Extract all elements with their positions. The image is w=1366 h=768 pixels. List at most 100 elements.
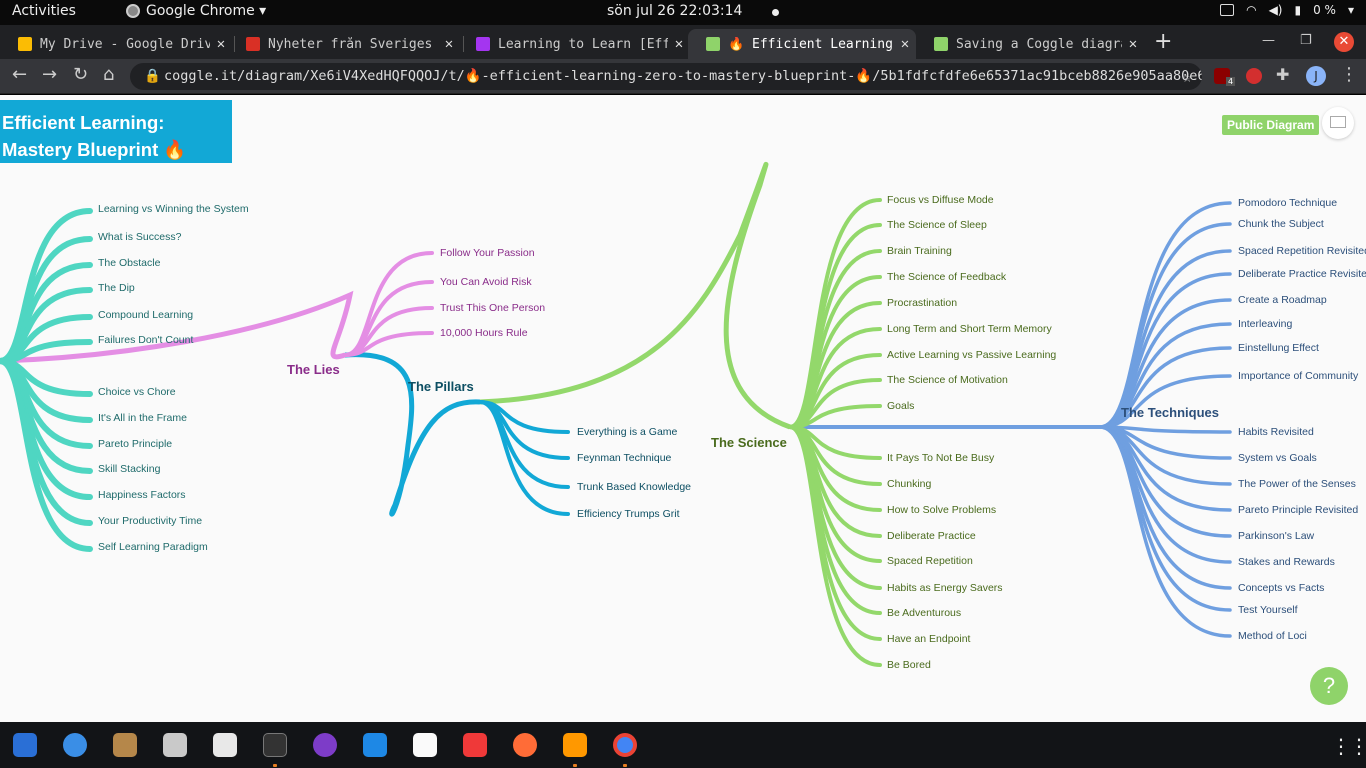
vscode-icon[interactable] <box>363 733 387 757</box>
node-pillars-item[interactable]: Feynman Technique <box>577 452 672 464</box>
solitaire-icon[interactable] <box>413 733 437 757</box>
node-lies-item[interactable]: You Can Avoid Risk <box>440 276 532 288</box>
branch-label-techniques[interactable]: The Techniques <box>1121 405 1219 420</box>
maximize-button[interactable]: ❐ <box>1300 33 1312 48</box>
node-left-item[interactable]: Your Productivity Time <box>98 515 203 527</box>
node-left-item[interactable]: Skill Stacking <box>98 463 161 475</box>
node-science-item[interactable]: The Science of Sleep <box>887 219 987 231</box>
chrome-icon[interactable] <box>613 733 637 757</box>
node-techniques-item[interactable]: Importance of Community <box>1238 370 1359 382</box>
node-science-item[interactable]: Chunking <box>887 478 932 490</box>
close-window-button[interactable]: ✕ <box>1334 32 1354 52</box>
present-button[interactable] <box>1322 107 1354 139</box>
close-tab-icon[interactable]: ✕ <box>1128 36 1138 52</box>
node-science-item[interactable]: Procrastination <box>887 297 958 309</box>
node-techniques-item[interactable]: Habits Revisited <box>1238 426 1314 438</box>
postman-icon[interactable] <box>513 733 537 757</box>
node-lies-item[interactable]: Follow Your Passion <box>440 247 535 259</box>
node-science-item[interactable]: It Pays To Not Be Busy <box>887 452 995 464</box>
tab-saving-coggle[interactable]: Saving a Coggle diagram ✕ <box>916 29 1144 59</box>
node-left-item[interactable]: Compound Learning <box>98 309 194 321</box>
file-manager-icon[interactable] <box>163 733 187 757</box>
node-science-item[interactable]: Have an Endpoint <box>887 633 971 645</box>
node-science-item[interactable]: Long Term and Short Term Memory <box>887 323 1052 335</box>
close-tab-icon[interactable]: ✕ <box>900 36 910 52</box>
library-icon[interactable] <box>113 733 137 757</box>
help-button[interactable]: ? <box>1310 667 1348 705</box>
node-pillars-item[interactable]: Trunk Based Knowledge <box>577 481 692 493</box>
node-techniques-item[interactable]: Parkinson's Law <box>1238 530 1315 542</box>
node-techniques-item[interactable]: Test Yourself <box>1238 604 1298 616</box>
node-left-item[interactable]: Choice vs Chore <box>98 386 176 398</box>
node-left-item[interactable]: Pareto Principle <box>98 438 173 450</box>
node-science-item[interactable]: Focus vs Diffuse Mode <box>887 194 994 206</box>
extensions-puzzle-icon[interactable]: ✚ <box>1276 65 1290 84</box>
node-techniques-item[interactable]: The Power of the Senses <box>1238 478 1356 490</box>
close-tab-icon[interactable]: ✕ <box>444 36 454 52</box>
node-science-item[interactable]: Habits as Energy Savers <box>887 582 1003 594</box>
node-left-item[interactable]: Failures Don't Count <box>98 334 194 346</box>
app-grid-icon[interactable]: ⋮⋮⋮ <box>1331 734 1366 758</box>
node-techniques-item[interactable]: Pomodoro Technique <box>1238 197 1338 209</box>
node-science-item[interactable]: Spaced Repetition <box>887 555 973 567</box>
central-node-title[interactable]: Efficient Learning: Mastery Blueprint 🔥 <box>0 100 232 163</box>
mindmap-canvas[interactable]: Efficient Learning: Mastery Blueprint 🔥 … <box>0 95 1366 722</box>
chrome-menu-icon[interactable]: ⋮ <box>1340 64 1358 85</box>
node-left-item[interactable]: Learning vs Winning the System <box>98 203 249 215</box>
profile-avatar[interactable]: J <box>1306 66 1326 86</box>
node-left-item[interactable]: It's All in the Frame <box>98 412 187 424</box>
node-techniques-item[interactable]: Method of Loci <box>1238 630 1307 642</box>
node-science-item[interactable]: Deliberate Practice <box>887 530 976 542</box>
node-techniques-item[interactable]: Deliberate Practice Revisited <box>1238 268 1366 280</box>
node-left-item[interactable]: Self Learning Paradigm <box>98 541 208 553</box>
node-left-item[interactable]: The Dip <box>98 282 135 294</box>
reload-button[interactable]: ↻ <box>73 64 89 85</box>
node-science-item[interactable]: The Science of Feedback <box>887 271 1007 283</box>
node-techniques-item[interactable]: Stakes and Rewards <box>1238 556 1335 568</box>
privacy-extension-icon[interactable] <box>1246 68 1262 84</box>
branch-label-pillars[interactable]: The Pillars <box>408 379 474 394</box>
help-icon[interactable] <box>63 733 87 757</box>
sublime-icon[interactable] <box>563 733 587 757</box>
node-lies-item[interactable]: Trust This One Person <box>440 302 546 314</box>
close-tab-icon[interactable]: ✕ <box>674 36 684 52</box>
node-left-item[interactable]: What is Success? <box>98 231 182 243</box>
node-science-item[interactable]: Brain Training <box>887 245 952 257</box>
text-editor-icon[interactable] <box>213 733 237 757</box>
back-button[interactable]: ← <box>12 64 28 85</box>
forward-button[interactable]: → <box>42 64 58 85</box>
node-science-item[interactable]: Active Learning vs Passive Learning <box>887 349 1057 361</box>
new-tab-button[interactable]: + <box>1154 29 1173 54</box>
node-left-item[interactable]: Happiness Factors <box>98 489 186 501</box>
node-techniques-item[interactable]: Spaced Repetition Revisited <box>1238 245 1366 257</box>
node-science-item[interactable]: Goals <box>887 400 915 412</box>
vivaldi-icon[interactable] <box>463 733 487 757</box>
close-tab-icon[interactable]: ✕ <box>216 36 226 52</box>
address-bar[interactable]: 🔒 coggle.it/diagram/Xe6iV4XedHQFQQOJ/t/🔥… <box>130 63 1202 90</box>
node-techniques-item[interactable]: Pareto Principle Revisited <box>1238 504 1359 516</box>
lock-icon[interactable]: 🔒 <box>144 68 161 84</box>
node-lies-item[interactable]: 10,000 Hours Rule <box>440 327 528 339</box>
system-tray[interactable]: ◠ ◀) ▮ 0 % ▾ <box>1220 3 1354 17</box>
tab-learning-to-learn[interactable]: Learning to Learn [Eff ✕ <box>458 29 690 59</box>
node-pillars-item[interactable]: Efficiency Trumps Grit <box>577 508 680 520</box>
clock[interactable]: sön jul 26 22:03:14 <box>607 3 743 19</box>
app-menu[interactable]: Google Chrome ▾ <box>126 3 266 19</box>
branch-label-science[interactable]: The Science <box>711 435 787 450</box>
node-techniques-item[interactable]: Einstellung Effect <box>1238 342 1319 354</box>
files-writer-icon[interactable] <box>13 733 37 757</box>
node-techniques-item[interactable]: Create a Roadmap <box>1238 294 1327 306</box>
node-techniques-item[interactable]: Interleaving <box>1238 318 1293 330</box>
node-techniques-item[interactable]: Concepts vs Facts <box>1238 582 1325 594</box>
node-science-item[interactable]: Be Bored <box>887 659 931 671</box>
tor-icon[interactable] <box>313 733 337 757</box>
node-science-item[interactable]: The Science of Motivation <box>887 374 1008 386</box>
activities-button[interactable]: Activities <box>12 3 76 19</box>
node-left-item[interactable]: The Obstacle <box>98 257 161 269</box>
tab-my-drive[interactable]: My Drive - Google Drive ✕ <box>0 29 232 59</box>
tab-nyheter[interactable]: Nyheter från Sveriges ✕ <box>228 29 460 59</box>
node-science-item[interactable]: Be Adventurous <box>887 607 962 619</box>
branch-label-lies[interactable]: The Lies <box>287 362 340 377</box>
home-button[interactable]: ⌂ <box>103 64 115 85</box>
minimize-button[interactable]: — <box>1262 33 1275 48</box>
